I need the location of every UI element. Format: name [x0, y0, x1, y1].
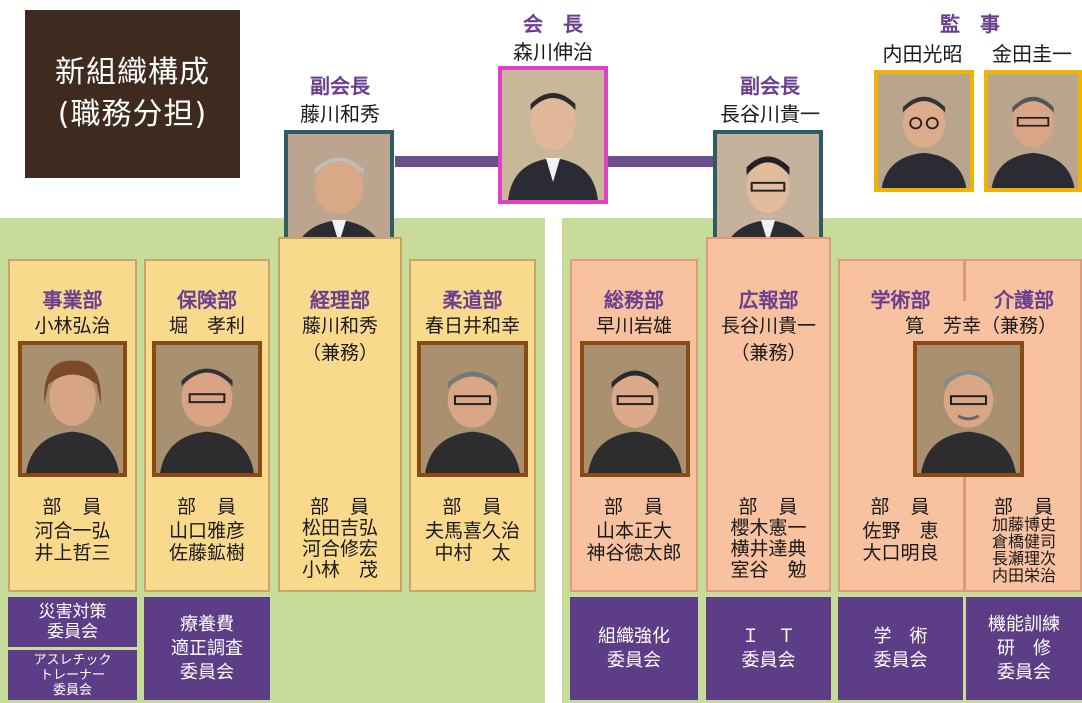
member-name: 長瀬理次 [991, 549, 1056, 568]
dept-keiri-panel [278, 237, 402, 592]
member-name: 神谷徳太郎 [586, 542, 682, 564]
auditor-1-photo [874, 70, 974, 192]
portrait-icon [584, 345, 686, 473]
dept-judo-title: 柔道部 [442, 288, 503, 312]
member-name: 松田吉弘 [301, 517, 378, 539]
member-name: 櫻木憲一 [730, 517, 807, 539]
member-name: 山口雅彦 [168, 520, 245, 542]
dept-kaigo-members: 加藤博史 倉橋健司 長瀬理次 内田栄治 [966, 516, 1082, 584]
dept-somu-head: 早川岩雄 [595, 315, 672, 337]
dept-koho-head: 長谷川貴一 [720, 315, 816, 337]
member-name: 内田栄治 [991, 566, 1056, 585]
title-box: 新組織構成 (職務分担) [25, 10, 240, 178]
member-name: 佐藤鉱樹 [168, 542, 245, 564]
dept-koho-panel [706, 237, 831, 592]
vp-left-name: 藤川和秀 [300, 102, 380, 126]
dept-jigyo-head: 小林弘治 [34, 315, 111, 337]
portrait-icon [421, 345, 524, 473]
member-name: 夫馬喜久治 [424, 520, 520, 542]
dept-keiri-members-label: 部 員 [309, 496, 370, 518]
member-name: 室谷 勉 [730, 559, 807, 581]
title-line1: 新組織構成 [55, 55, 210, 90]
dept-jigyo-head-photo [18, 341, 127, 477]
dept-hoken-members-label: 部 員 [176, 496, 237, 518]
member-name: 加藤博史 [991, 515, 1056, 534]
dept-jigyo-members: 河合一弘 井上哲三 [8, 520, 137, 564]
dept-keiri-head-note: （兼務） [301, 342, 378, 364]
member-name: 中村 太 [434, 542, 511, 564]
dept-koho-head-note: （兼務） [730, 342, 807, 364]
vp-right-role: 副会長 [740, 74, 800, 98]
member-name: 小林 茂 [301, 559, 378, 581]
dept-hoken-members: 山口雅彦 佐藤鉱樹 [144, 520, 270, 564]
title-line2: (職務分担) [57, 97, 208, 132]
president-name: 森川伸治 [513, 40, 593, 64]
portrait-icon [988, 74, 1078, 188]
president-photo [498, 66, 608, 204]
dept-kaigo-title: 介護部 [994, 288, 1054, 312]
shared-head-name: 筧 芳幸（兼務） [904, 315, 1057, 337]
dept-gakujutsu-title: 学術部 [870, 288, 931, 312]
dept-somu-members: 山本正大 神谷徳太郎 [570, 520, 698, 564]
committee-soshiki-kyoka: 組織強化 委員会 [570, 597, 698, 700]
member-name: 河合修宏 [301, 538, 378, 560]
dept-jigyo-title: 事業部 [42, 288, 103, 312]
member-name: 横井達典 [730, 538, 807, 560]
dept-somu-members-label: 部 員 [603, 496, 664, 518]
portrait-icon [917, 345, 1020, 473]
dept-keiri-head: 藤川和秀 [301, 315, 378, 337]
shared-head-photo [913, 341, 1024, 477]
committee-gakujutsu: 学 術 委員会 [838, 597, 963, 700]
divider [963, 259, 966, 301]
auditor-2-photo [984, 70, 1082, 192]
committee-it: Ｉ Ｔ 委員会 [706, 597, 831, 700]
dept-somu-title: 総務部 [604, 288, 664, 312]
dept-keiri-title: 経理部 [310, 288, 370, 312]
dept-keiri-members: 松田吉弘 河合修宏 小林 茂 [278, 518, 402, 581]
portrait-icon [22, 345, 123, 473]
auditors-role: 監 事 [940, 12, 1000, 36]
dept-kaigo-members-label: 部 員 [993, 496, 1054, 518]
dept-koho-members-label: 部 員 [738, 496, 799, 518]
member-name: 大口明良 [862, 542, 939, 564]
vp-left-role: 副会長 [310, 74, 370, 98]
committee-athletic-trainer: アスレチック トレーナー 委員会 [8, 650, 137, 700]
vp-right-name: 長谷川貴一 [720, 102, 820, 126]
portrait-icon [502, 70, 604, 200]
committee-kino-kunren: 機能訓練 研 修 委員会 [966, 597, 1082, 700]
dept-hoken-head-photo [152, 341, 262, 477]
dept-judo-members-label: 部 員 [442, 496, 503, 518]
committee-saigai: 災害対策 委員会 [8, 597, 137, 647]
auditor-1-name: 内田光昭 [882, 42, 963, 66]
divider [963, 477, 966, 592]
member-name: 倉橋健司 [991, 532, 1056, 551]
dept-hoken-title: 保険部 [177, 288, 237, 312]
dept-hoken-head: 堀 孝利 [168, 315, 245, 337]
president-role: 会 長 [523, 12, 583, 36]
auditor-2-name: 金田圭一 [992, 42, 1072, 66]
dept-gakujutsu-members: 佐野 恵 大口明良 [838, 520, 963, 564]
dept-jigyo-members-label: 部 員 [42, 496, 103, 518]
dept-gakujutsu-members-label: 部 員 [870, 496, 931, 518]
member-name: 井上哲三 [34, 542, 111, 564]
member-name: 佐野 恵 [862, 520, 939, 542]
dept-koho-members: 櫻木憲一 横井達典 室谷 勉 [706, 518, 831, 581]
dept-somu-head-photo [580, 341, 690, 477]
member-name: 河合一弘 [34, 520, 111, 542]
dept-judo-members: 夫馬喜久治 中村 太 [409, 520, 536, 564]
dept-koho-title: 広報部 [738, 288, 799, 312]
dept-judo-head: 春日井和幸 [424, 315, 520, 337]
portrait-icon [156, 345, 258, 473]
committee-ryoyohi: 療養費 適正調査 委員会 [144, 597, 270, 700]
member-name: 山本正大 [595, 520, 672, 542]
dept-judo-head-photo [417, 341, 528, 477]
portrait-icon [878, 74, 970, 188]
